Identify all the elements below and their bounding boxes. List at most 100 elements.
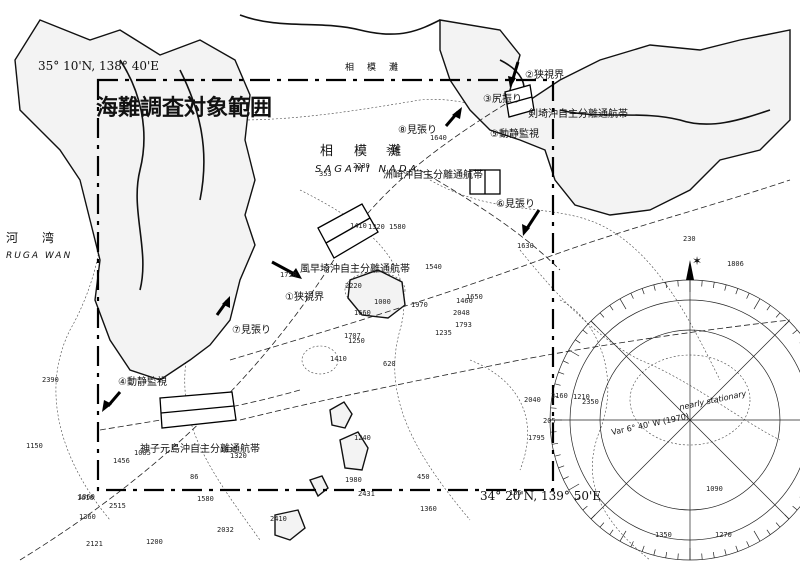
rose-tick bbox=[735, 545, 739, 552]
station-6-label: ⑥見張り bbox=[496, 198, 535, 210]
depth-sounding: 1320 bbox=[368, 223, 385, 231]
station-8-label: ⑧見張り bbox=[398, 124, 437, 136]
incident-arrows bbox=[102, 61, 541, 412]
rose-tick bbox=[665, 551, 668, 558]
rose-tick bbox=[701, 280, 703, 287]
rose-tick bbox=[665, 282, 668, 289]
depth-sounding: 1360 bbox=[78, 493, 95, 501]
toshima-island bbox=[329, 401, 353, 429]
rose-tick bbox=[599, 312, 605, 318]
rose-tick bbox=[550, 407, 557, 409]
depth-sounding: 1410 bbox=[330, 355, 347, 363]
oshima-island bbox=[347, 269, 406, 319]
rose-tick bbox=[766, 529, 771, 535]
rose-tick bbox=[568, 349, 580, 357]
compass-rose bbox=[549, 260, 800, 561]
depth-sounding: 2431 bbox=[358, 490, 375, 498]
station-7-label: ⑦見張り bbox=[232, 324, 271, 336]
rose-tick bbox=[766, 305, 771, 311]
rose-tick bbox=[554, 383, 561, 386]
sagami-small-label: 相 模 灘 bbox=[345, 61, 400, 73]
depth-sounding: 1707 bbox=[344, 332, 361, 340]
rose-tick bbox=[575, 496, 581, 501]
rose-tick bbox=[712, 282, 715, 289]
depth-sounding: 1806 bbox=[727, 260, 744, 268]
depth-sounding: 1456 bbox=[113, 457, 130, 465]
depth-sounding: 1000 bbox=[374, 298, 391, 306]
depth-sounding: 1460 bbox=[456, 297, 473, 305]
depth-sounding: 1085 bbox=[134, 449, 151, 457]
rose-tick bbox=[753, 298, 761, 310]
depth-sounding: 1635 bbox=[220, 446, 237, 454]
rose-tick bbox=[677, 280, 679, 287]
rose-tick bbox=[724, 284, 727, 291]
rose-tick bbox=[641, 545, 645, 552]
rose-tick bbox=[724, 549, 727, 556]
rose-tick bbox=[562, 360, 569, 364]
sagami-nada-roman: SAGAMI NADA bbox=[315, 164, 419, 175]
depth-sounding: 2230 bbox=[353, 162, 370, 170]
suruga-wan-roman: RUGA WAN bbox=[6, 251, 72, 261]
depth-sounding: 1793 bbox=[455, 321, 472, 329]
depth-sounding: 1250 bbox=[348, 337, 365, 345]
rose-tick bbox=[630, 292, 634, 299]
depth-sounding: 205 bbox=[543, 417, 556, 425]
depth-sounding: 2410 bbox=[270, 515, 287, 523]
station-3-label: ③尻振り bbox=[483, 92, 522, 105]
star-icon: ✶ bbox=[692, 254, 702, 268]
rose-tick bbox=[599, 522, 605, 528]
rose-tick bbox=[558, 465, 565, 469]
survey-area-title: 海難調査対象範囲 bbox=[96, 95, 272, 121]
depth-sounding: 1580 bbox=[197, 495, 214, 503]
rose-tick bbox=[735, 288, 739, 295]
kozushima-island bbox=[274, 509, 306, 541]
rose-tick bbox=[677, 553, 679, 560]
depth-sounding: 2220 bbox=[345, 282, 362, 290]
rose-tick bbox=[775, 312, 781, 318]
sagami-nada-kanji: 相 模 灘 bbox=[320, 144, 405, 159]
depth-sounding: 1540 bbox=[425, 263, 442, 271]
depth-sounding: 1630 bbox=[517, 242, 534, 250]
rose-tick bbox=[582, 329, 588, 335]
station-5-label: ⑤動静監視 bbox=[490, 127, 539, 140]
rose-tick bbox=[712, 551, 715, 558]
rose-tick bbox=[575, 339, 581, 344]
rose-tick bbox=[619, 530, 627, 542]
boso-miura-coast bbox=[439, 19, 791, 216]
depth-sounding: 1360 bbox=[420, 505, 437, 513]
depth-sounding: 2121 bbox=[86, 540, 103, 548]
rose-tick bbox=[562, 476, 569, 480]
depth-soundings: 6201250136014601320158012351270141016301… bbox=[26, 134, 744, 548]
mikomoto-scheme-label: 神子元島沖自主分離通航帯 bbox=[140, 442, 260, 455]
station-1-label: ①狭視界 bbox=[285, 290, 324, 303]
depth-sounding: 2390 bbox=[42, 376, 59, 384]
depth-sounding: 620 bbox=[383, 360, 396, 368]
izu-peninsula bbox=[14, 19, 256, 381]
depth-sounding: 1240 bbox=[354, 434, 371, 442]
depth-sounding: 2160 bbox=[551, 392, 568, 400]
rose-tick bbox=[746, 541, 750, 548]
rose-tick bbox=[701, 553, 703, 560]
depth-sounding: 1970 bbox=[411, 301, 428, 309]
depth-sounding: 1200 bbox=[146, 538, 163, 546]
scheme-tsurugisaki-box bbox=[504, 84, 535, 118]
depth-sounding: 1210 bbox=[573, 393, 590, 401]
depth-sounding: 2048 bbox=[453, 309, 470, 317]
rose-tick bbox=[746, 292, 750, 299]
mainland-coast bbox=[239, 14, 441, 35]
depth-sounding: 1150 bbox=[26, 442, 43, 450]
rose-tick bbox=[568, 483, 580, 491]
scheme-mikomoto-box bbox=[159, 391, 237, 429]
depth-sounding: 1640 bbox=[430, 134, 447, 142]
rose-tick bbox=[582, 505, 588, 511]
depth-sounding: 1750 bbox=[280, 271, 297, 279]
rose-tick bbox=[792, 505, 798, 511]
depth-sounding: 450 bbox=[417, 473, 430, 481]
suruga-wan-kanji: 河 湾 bbox=[6, 230, 60, 245]
rose-tick bbox=[558, 371, 565, 375]
rose-tick bbox=[619, 298, 627, 310]
coord-bottom-right: 34° 20'N, 139° 50'E bbox=[480, 489, 601, 503]
depth-sounding: 230 bbox=[683, 235, 696, 243]
izu-islands bbox=[274, 269, 406, 541]
